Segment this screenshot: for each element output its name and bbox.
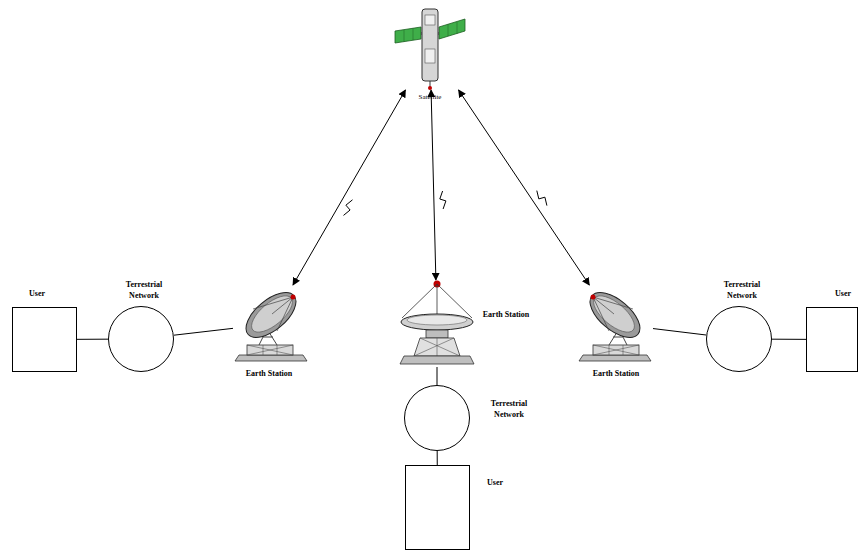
label-holder: Terrestrial Network <box>476 399 542 421</box>
satellite-icon: Satellite <box>395 5 465 90</box>
radio-symbol <box>440 191 446 209</box>
satellite-icon-graphic <box>395 5 465 90</box>
radio-link-arrow <box>293 90 405 285</box>
node-label: Terrestrial Network <box>111 280 177 302</box>
link-line <box>772 339 806 340</box>
node-label: User <box>13 289 61 300</box>
node-label: Terrestrial Network <box>709 280 775 302</box>
label-holder: Terrestrial Network <box>111 280 177 302</box>
label-holder: User <box>13 289 61 300</box>
radio-link-arrow <box>431 90 436 280</box>
label-holder: User <box>475 478 515 489</box>
label-holder: Earth Station <box>590 369 642 380</box>
earth-station-graphic <box>578 285 653 363</box>
link-line <box>437 451 438 465</box>
network-circle: Terrestrial Network <box>108 306 174 372</box>
network-circle: Terrestrial Network <box>404 385 470 451</box>
label-holder: Earth Station <box>480 310 532 321</box>
link-line <box>174 328 233 335</box>
radio-link-arrow <box>459 90 590 285</box>
earth-station: Earth Station <box>578 285 653 363</box>
user-box: User <box>12 307 77 372</box>
node-label: Earth Station <box>590 369 642 380</box>
label-holder: Satellite <box>390 93 470 102</box>
user-box: User <box>405 465 470 550</box>
earth-station: Earth Station <box>398 280 476 367</box>
link-line <box>77 339 108 340</box>
node-label: Terrestrial Network <box>476 399 542 421</box>
earth-station-graphic <box>398 280 476 367</box>
node-label: Satellite <box>390 93 470 102</box>
node-label: Earth Station <box>480 310 532 321</box>
earth-station: Earth Station <box>233 285 308 363</box>
earth-station-graphic <box>233 285 308 363</box>
user-box: User <box>806 307 858 372</box>
link-line <box>653 329 706 335</box>
network-circle: Terrestrial Network <box>706 306 772 372</box>
label-holder: Earth Station <box>243 369 295 380</box>
node-label: Earth Station <box>243 369 295 380</box>
node-label: User <box>819 289 861 300</box>
label-holder: Terrestrial Network <box>709 280 775 302</box>
radio-symbol <box>344 200 353 216</box>
link-line <box>437 367 438 385</box>
label-holder: User <box>819 289 861 300</box>
network-circle-graphic <box>706 306 772 372</box>
node-label: User <box>475 478 515 489</box>
radio-symbol <box>537 191 547 206</box>
network-circle-graphic <box>404 385 470 451</box>
network-circle-graphic <box>108 306 174 372</box>
